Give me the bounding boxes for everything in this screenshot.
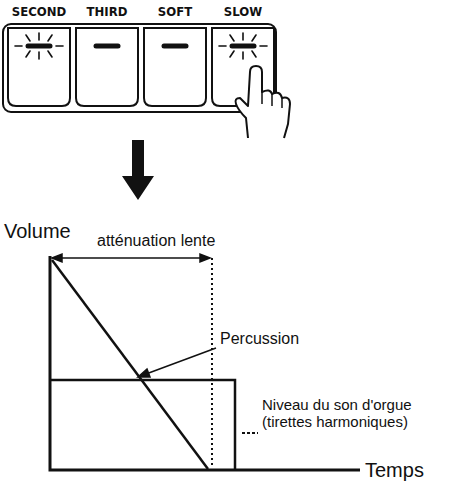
- button-label: SECOND: [5, 4, 73, 19]
- axis-label: Temps: [365, 459, 424, 482]
- buttons: [8, 28, 274, 106]
- light-rays: [15, 33, 267, 59]
- axis-label: Volume: [4, 220, 71, 243]
- percussion-line: [52, 260, 208, 469]
- span-label: atténuation lente: [97, 232, 215, 250]
- button: SECOND: [5, 4, 73, 19]
- button-panel: [3, 24, 276, 112]
- callout-label: Niveau du son d'orgue (tirettes harmoniq…: [262, 396, 452, 431]
- indicator-lights: [28, 44, 254, 49]
- finger-lines: [262, 92, 282, 108]
- button: SOFT: [141, 4, 209, 19]
- button-label: THIRD: [73, 4, 141, 19]
- button-label: SOFT: [141, 4, 209, 19]
- callout-label: Percussion: [220, 330, 299, 348]
- organ-level: [51, 380, 235, 469]
- hand: [236, 66, 291, 138]
- percussion-leader: [138, 348, 216, 377]
- button: THIRD: [73, 4, 141, 19]
- organ-leader: [242, 432, 258, 434]
- decay-span-arrow: [52, 254, 210, 262]
- axes: [50, 256, 360, 470]
- button-label: SLOW: [209, 4, 277, 19]
- down-arrow: [122, 140, 154, 200]
- button: SLOW: [209, 4, 277, 19]
- decay-end-line: [211, 258, 213, 468]
